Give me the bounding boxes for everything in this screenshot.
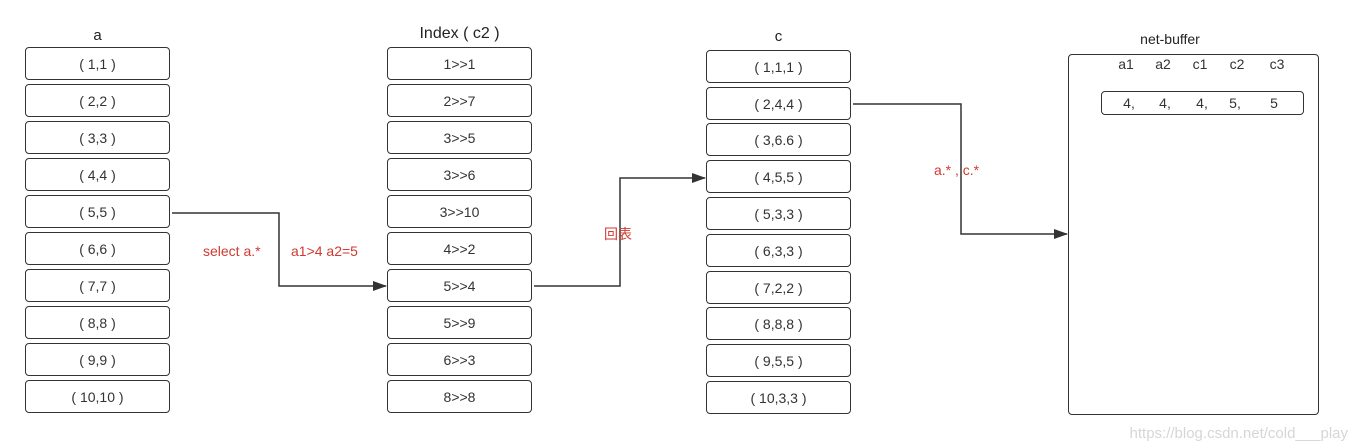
index-row: 4>>2 (387, 232, 532, 265)
net-buffer-row (1101, 91, 1304, 115)
table-a-row: ( 4,4 ) (25, 158, 170, 191)
index-row: 8>>8 (387, 380, 532, 413)
table-c-row: ( 10,3,3 ) (706, 381, 851, 414)
table-c-row: ( 7,2,2 ) (706, 271, 851, 304)
net-buffer-header: c2 (1229, 56, 1245, 72)
net-buffer-value: 4, (1123, 95, 1135, 111)
index-row: 3>>6 (387, 158, 532, 191)
table-c-row: ( 6,3,3 ) (706, 234, 851, 267)
net-buffer-box (1068, 54, 1319, 415)
projection-label: a.* , c.* (934, 162, 980, 178)
table-a-title: a (93, 27, 102, 44)
select-label: select a.* (203, 243, 261, 259)
table-a-row: ( 9,9 ) (25, 343, 170, 376)
table-a-row: ( 6,6 ) (25, 232, 170, 265)
index-row: 1>>1 (387, 47, 532, 80)
net-buffer-header: a1 (1118, 56, 1134, 72)
table-a-row: ( 5,5 ) (25, 195, 170, 228)
net-buffer-value: 5, (1229, 95, 1241, 111)
table-a-row: ( 7,7 ) (25, 269, 170, 302)
net-buffer-header: a2 (1155, 56, 1171, 72)
table-a-row: ( 8,8 ) (25, 306, 170, 339)
table-c-row: ( 5,3,3 ) (706, 197, 851, 230)
index-row: 3>>10 (387, 195, 532, 228)
index-row: 6>>3 (387, 343, 532, 376)
table-c-row: ( 8,8,8 ) (706, 307, 851, 340)
condition-label: a1>4 a2=5 (291, 243, 358, 259)
table-a-row: ( 1,1 ) (25, 47, 170, 80)
arrow-c-to-netbuffer (853, 103, 1068, 239)
index-row: 2>>7 (387, 84, 532, 117)
table-a-row: ( 10,10 ) (25, 380, 170, 413)
net-buffer-header: c3 (1269, 56, 1285, 72)
table-a-row: ( 2,2 ) (25, 84, 170, 117)
index-row: 5>>9 (387, 306, 532, 339)
net-buffer-title: net-buffer (1140, 31, 1200, 47)
table-c-row: ( 2,4,4 ) (706, 87, 851, 120)
arrow-index-to-c (534, 173, 706, 287)
index-title: Index ( c2 ) (419, 25, 500, 42)
lookup-label: 回表 (604, 226, 632, 242)
net-buffer-value: 4, (1196, 95, 1208, 111)
net-buffer-value: 5 (1270, 95, 1278, 111)
table-a-row: ( 3,3 ) (25, 121, 170, 154)
table-c-title: c (774, 28, 783, 45)
arrow-a-to-index (172, 212, 387, 291)
index-row: 3>>5 (387, 121, 532, 154)
watermark: https://blog.csdn.net/cold___play (1129, 425, 1348, 442)
net-buffer-value: 4, (1159, 95, 1171, 111)
table-c-row: ( 3,6.6 ) (706, 123, 851, 156)
net-buffer-header: c1 (1192, 56, 1208, 72)
table-c-row: ( 4,5,5 ) (706, 160, 851, 193)
index-row: 5>>4 (387, 269, 532, 302)
table-c-row: ( 9,5,5 ) (706, 344, 851, 377)
table-c-row: ( 1,1,1 ) (706, 50, 851, 83)
